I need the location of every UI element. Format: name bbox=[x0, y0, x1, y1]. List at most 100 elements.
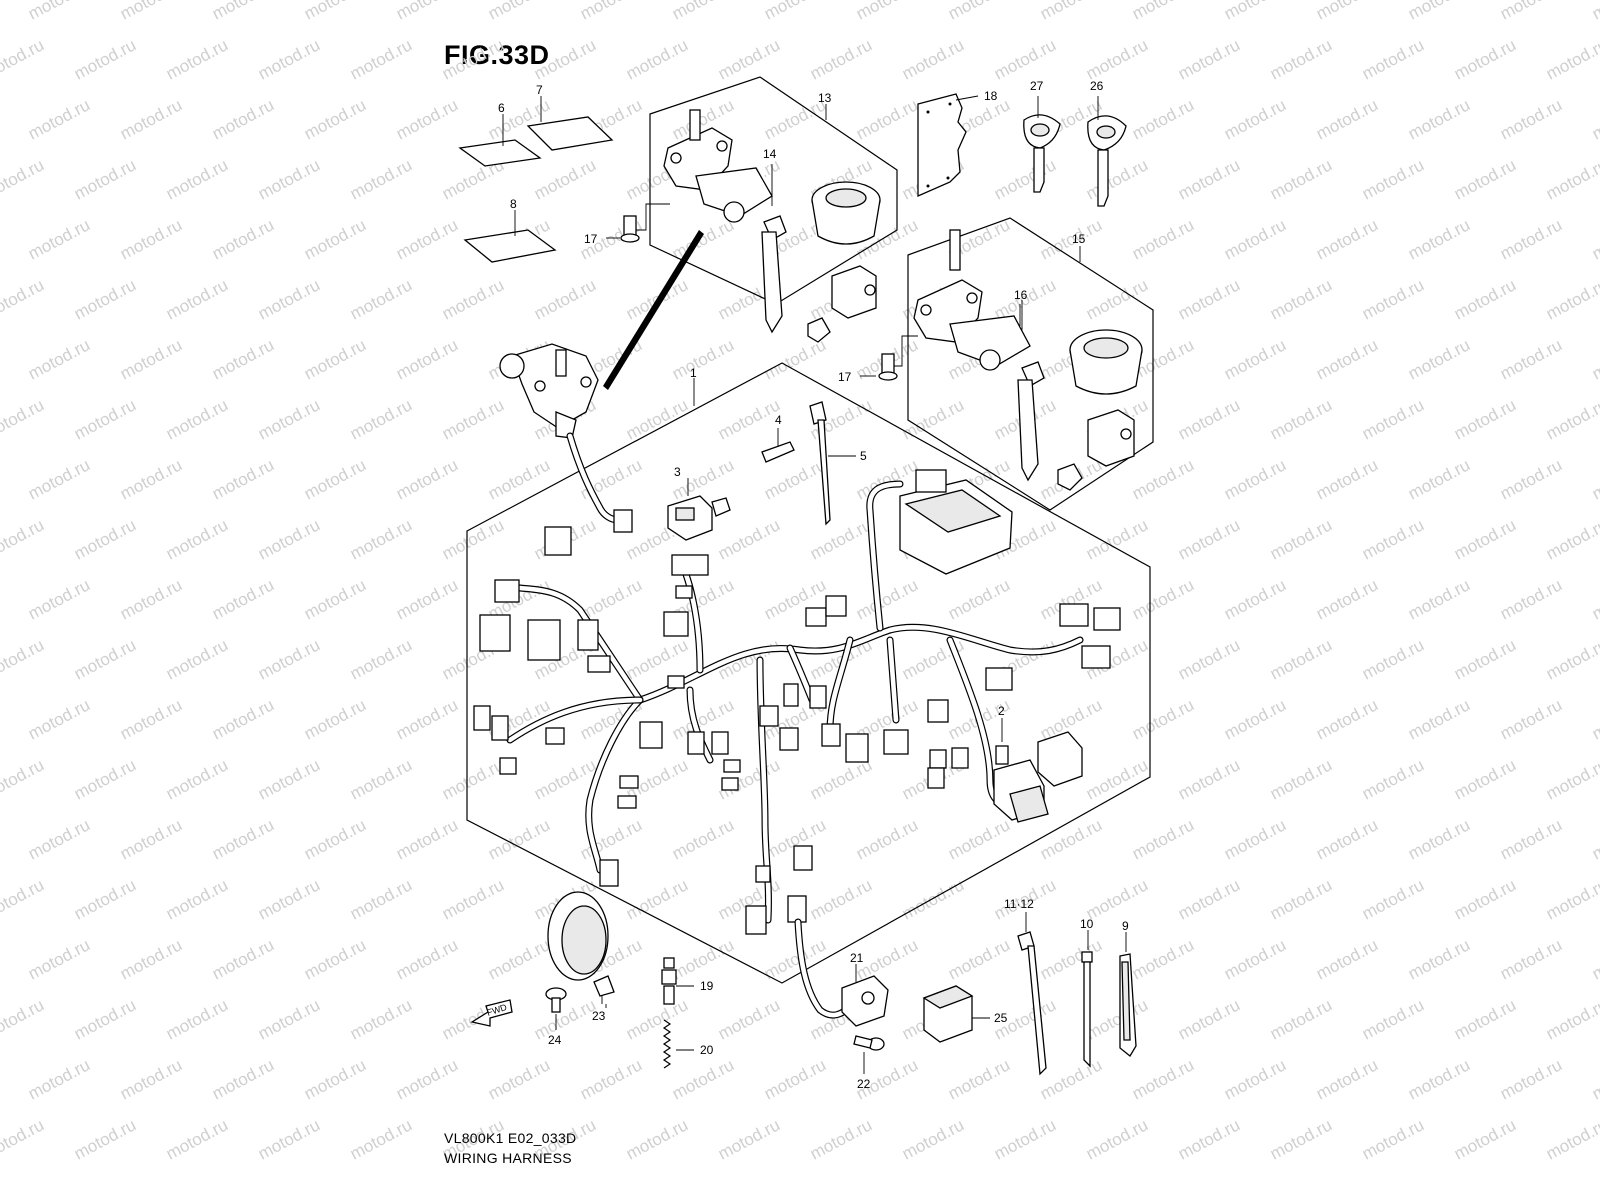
watermark-text: motod.ru bbox=[1497, 95, 1565, 143]
callout-23: 23 bbox=[592, 1009, 606, 1023]
leader-17b bbox=[894, 335, 918, 367]
watermark-text: motod.ru bbox=[71, 995, 139, 1043]
callout-8: 8 bbox=[510, 197, 517, 211]
watermark-text: motod.ru bbox=[0, 935, 1, 983]
callout-24: 24 bbox=[548, 1033, 562, 1047]
watermark-text: motod.ru bbox=[853, 95, 921, 143]
watermark-text: motod.ru bbox=[1175, 1115, 1243, 1163]
callout-17b: 17 bbox=[838, 370, 852, 384]
watermark-text: motod.ru bbox=[1497, 575, 1565, 623]
watermark-text: motod.ru bbox=[531, 35, 599, 83]
watermark-text: motod.ru bbox=[1359, 875, 1427, 923]
watermark-text: motod.ru bbox=[1221, 455, 1289, 503]
watermark-text: motod.ru bbox=[255, 1115, 323, 1163]
watermark-text: motod.ru bbox=[1267, 395, 1335, 443]
label-plate-8 bbox=[463, 210, 557, 263]
tie-band-10 bbox=[1081, 930, 1093, 1068]
watermark-text: motod.ru bbox=[1405, 695, 1473, 743]
watermark-text: motod.ru bbox=[899, 1115, 967, 1163]
callout-10: 10 bbox=[1080, 917, 1094, 931]
watermark-text: motod.ru bbox=[1451, 515, 1519, 563]
watermark-text: motod.ru bbox=[1083, 155, 1151, 203]
watermark-text: motod.ru bbox=[0, 455, 1, 503]
sensor-21 bbox=[794, 918, 889, 1027]
watermark-text: motod.ru bbox=[1267, 995, 1335, 1043]
key-26 bbox=[1087, 96, 1127, 207]
watermark-text: motod.ru bbox=[255, 155, 323, 203]
assembly-arrow bbox=[603, 230, 704, 390]
watermark-text: motod.ru bbox=[25, 1055, 93, 1103]
watermark-text: motod.ru bbox=[301, 575, 369, 623]
watermark-text: motod.ru bbox=[715, 395, 783, 443]
callout-15: 15 bbox=[1072, 232, 1086, 246]
watermark-text: motod.ru bbox=[1589, 815, 1600, 863]
watermark-text: motod.ru bbox=[761, 335, 829, 383]
screw-17a bbox=[606, 215, 640, 243]
watermark-text: motod.ru bbox=[0, 1055, 1, 1103]
watermark-text: motod.ru bbox=[209, 215, 277, 263]
watermark-text: motod.ru bbox=[393, 0, 461, 24]
diagram-name: WIRING HARNESS bbox=[444, 1150, 572, 1166]
fuel-cap-15 bbox=[1069, 329, 1143, 395]
watermark-text: motod.ru bbox=[945, 1055, 1013, 1103]
watermark-text: motod.ru bbox=[485, 455, 553, 503]
watermark-text: motod.ru bbox=[25, 455, 93, 503]
callout-27: 27 bbox=[1030, 79, 1044, 93]
watermark-text: motod.ru bbox=[1543, 35, 1600, 83]
watermark-text: motod.ru bbox=[1405, 815, 1473, 863]
watermark-text: motod.ru bbox=[1175, 395, 1243, 443]
diagram-code: VL800K1 E02_033D bbox=[444, 1130, 577, 1146]
watermark-text: motod.ru bbox=[1221, 575, 1289, 623]
watermark-text: motod.ru bbox=[623, 1115, 691, 1163]
watermark-text: motod.ru bbox=[1221, 695, 1289, 743]
watermark-text: motod.ru bbox=[209, 935, 277, 983]
watermark-text: motod.ru bbox=[0, 755, 47, 803]
watermark-text: motod.ru bbox=[1497, 335, 1565, 383]
watermark-text: motod.ru bbox=[1313, 95, 1381, 143]
watermark-text: motod.ru bbox=[347, 395, 415, 443]
watermark-text: motod.ru bbox=[715, 515, 783, 563]
callout-21: 21 bbox=[850, 951, 864, 965]
watermark-text: motod.ru bbox=[1589, 215, 1600, 263]
watermark-text: motod.ru bbox=[531, 155, 599, 203]
ignition-set-box-13 bbox=[649, 76, 898, 305]
watermark-text: motod.ru bbox=[1405, 935, 1473, 983]
watermark-text: motod.ru bbox=[1543, 995, 1600, 1043]
watermark-text: motod.ru bbox=[301, 215, 369, 263]
watermark-text: motod.ru bbox=[25, 695, 93, 743]
watermark-text: motod.ru bbox=[485, 1055, 553, 1103]
watermark-text: motod.ru bbox=[1313, 695, 1381, 743]
watermark-text: motod.ru bbox=[899, 875, 967, 923]
watermark-text: motod.ru bbox=[25, 335, 93, 383]
watermark-text: motod.ru bbox=[1405, 335, 1473, 383]
watermark-text: motod.ru bbox=[1451, 155, 1519, 203]
watermark-text: motod.ru bbox=[255, 635, 323, 683]
watermark-text: motod.ru bbox=[209, 455, 277, 503]
watermark-text: motod.ru bbox=[623, 35, 691, 83]
watermark-text: motod.ru bbox=[1589, 935, 1600, 983]
watermark-text: motod.ru bbox=[25, 0, 93, 24]
watermark-text: motod.ru bbox=[1221, 1055, 1289, 1103]
watermark-text: motod.ru bbox=[393, 695, 461, 743]
watermark-text: motod.ru bbox=[0, 995, 47, 1043]
watermark-text: motod.ru bbox=[1221, 815, 1289, 863]
spring-20 bbox=[662, 1019, 694, 1069]
watermark-text: motod.ru bbox=[393, 455, 461, 503]
watermark-text: motod.ru bbox=[1543, 635, 1600, 683]
watermark-text: motod.ru bbox=[991, 1115, 1059, 1163]
watermark-text: motod.ru bbox=[1175, 755, 1243, 803]
watermark-text: motod.ru bbox=[25, 815, 93, 863]
watermark-text: motod.ru bbox=[117, 695, 185, 743]
watermark-text: motod.ru bbox=[0, 635, 47, 683]
watermark-text: motod.ru bbox=[669, 215, 737, 263]
watermark-text: motod.ru bbox=[0, 395, 47, 443]
watermark-text: motod.ru bbox=[1083, 515, 1151, 563]
fuse-2 bbox=[995, 718, 1009, 765]
watermark-text: motod.ru bbox=[485, 815, 553, 863]
watermark-text: motod.ru bbox=[0, 35, 47, 83]
watermark-text: motod.ru bbox=[25, 575, 93, 623]
watermark-text: motod.ru bbox=[577, 1055, 645, 1103]
watermark-text: motod.ru bbox=[1313, 575, 1381, 623]
switch-19 bbox=[661, 957, 694, 1005]
seat-lock-13 bbox=[807, 265, 877, 343]
